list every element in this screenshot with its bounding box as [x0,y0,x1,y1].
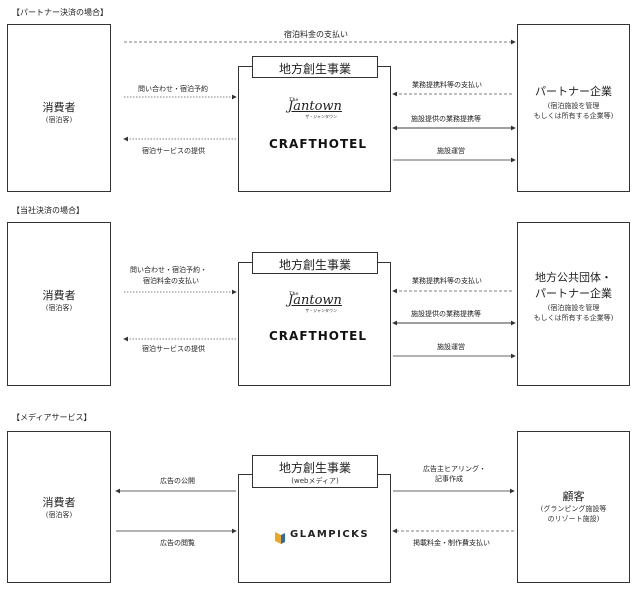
consumer-box-partner: 消費者 (宿泊客) [7,24,111,192]
customer-sub-1: (グランピング施設等 [540,505,607,513]
customer-title: 顧客 [562,490,585,503]
arrow-label-alliance: 施設提供の業務提携等 [411,310,481,318]
business-sub: (webメディア) [291,477,339,485]
local-gov-title-1: 地方公共団体・ [535,271,612,284]
consumer-title: 消費者 [42,289,76,302]
customer-box: 顧客 (グランピング施設等 のリゾート施設) [517,431,630,583]
crafthotel-logo: CRAFTHOTEL [269,329,367,343]
customer-sub-2: のリゾート施設) [547,515,600,523]
business-title: 地方創生事業 [278,258,351,272]
jantown-logo: The Jantown ザ・ジャンタウン [288,97,342,119]
arrow-label-hearing-1: 広告主ヒアリング・ [423,465,486,473]
local-gov-sub-1: (宿泊施設を管理 [547,304,600,312]
business-title-box-partner: 地方創生事業 [252,56,378,78]
consumer-sub: (宿泊客) [45,304,73,312]
arrow-label-hearing-2: 記事作成 [435,475,463,483]
crafthotel-logo: CRAFTHOTEL [269,137,367,151]
arrow-label-ad-publish: 広告の公開 [160,477,195,485]
arrow-label-fee: 業務提携料等の支払い [412,81,482,89]
business-title: 地方創生事業 [278,62,351,76]
arrow-label-fee: 業務提携料等の支払い [412,277,482,285]
arrow-label-ad-view: 広告の閲覧 [160,539,195,547]
partner-title: パートナー企業 [535,85,612,98]
consumer-sub: (宿泊客) [45,116,73,124]
section-label-company: 【当社決済の場合】 [12,206,84,215]
partner-sub-1: (宿泊施設を管理 [547,102,600,110]
consumer-title: 消費者 [42,101,76,114]
local-gov-title-2: パートナー企業 [535,287,612,300]
consumer-box-media: 消費者 (宿泊客) [7,431,111,583]
consumer-sub: (宿泊客) [45,511,73,519]
arrow-label-operation: 施設運営 [437,343,465,351]
arrow-label-ad-fee: 掲載料金・制作費支払い [413,539,490,547]
jantown-logo: The Jantown ザ・ジャンタウン [288,291,342,313]
business-title-box-company: 地方創生事業 [252,252,378,274]
consumer-box-company: 消費者 (宿泊客) [7,222,111,386]
arrow-label-inquiry-payment-2: 宿泊料金の支払い [143,277,199,285]
arrow-label-lodging-payment: 宿泊料金の支払い [284,30,348,39]
section-label-media: 【メディアサービス】 [12,413,92,422]
arrow-label-inquiry: 問い合わせ・宿泊予約 [138,85,208,93]
arrow-label-inquiry-payment-1: 問い合わせ・宿泊予約・ [130,266,207,274]
arrow-label-service: 宿泊サービスの提供 [142,345,205,353]
partner-box: パートナー企業 (宿泊施設を管理 もしくは所有する企業等) [517,24,630,192]
arrow-label-operation: 施設運営 [437,147,465,155]
section-label-partner: 【パートナー決済の場合】 [12,8,108,17]
partner-sub-2: もしくは所有する企業等) [533,112,614,120]
arrow-label-alliance: 施設提供の業務提携等 [411,115,481,123]
consumer-title: 消費者 [42,496,76,509]
business-title-box-media: 地方創生事業 (webメディア) [252,455,378,488]
center-box-partner: The Jantown ザ・ジャンタウン CRAFTHOTEL [238,66,391,192]
business-title: 地方創生事業 [278,461,351,475]
center-box-company: The Jantown ザ・ジャンタウン CRAFTHOTEL [238,262,391,386]
glampicks-icon [275,529,285,544]
local-gov-partner-box: 地方公共団体・ パートナー企業 (宿泊施設を管理 もしくは所有する企業等) [517,222,630,386]
local-gov-sub-2: もしくは所有する企業等) [533,314,614,322]
arrow-label-service: 宿泊サービスの提供 [142,147,205,155]
glampicks-logo: GLAMPICKS [290,529,370,540]
